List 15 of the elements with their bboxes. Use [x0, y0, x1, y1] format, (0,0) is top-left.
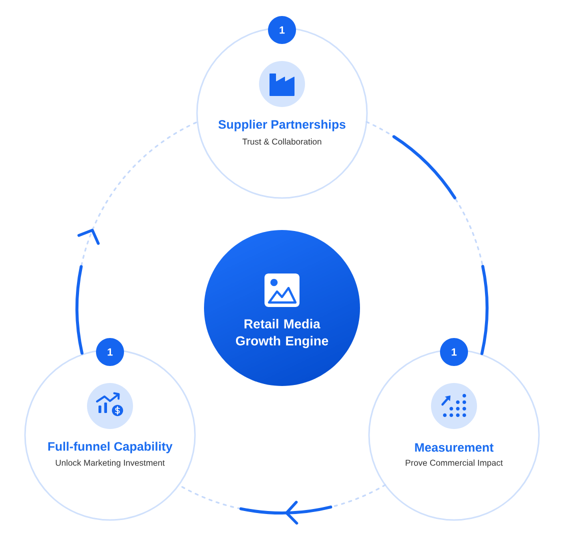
- stage-title: Full-funnel Capability: [48, 442, 172, 454]
- number-badge: 1: [268, 16, 296, 44]
- stage-circle: [24, 349, 196, 521]
- curved-connector: [365, 120, 489, 356]
- number-badge: 1: [96, 338, 124, 366]
- stage-title: Measurement: [415, 443, 494, 452]
- stage-subtitle: Unlock Marketing Investment: [56, 460, 165, 468]
- stage-title: Supplier Partnerships: [218, 120, 346, 132]
- number-badge: 1: [440, 338, 468, 366]
- stage-subtitle: Prove Commercial Impact: [406, 460, 503, 468]
- stage-circle: [196, 27, 368, 199]
- hub-title: Retail Media Growth Engine: [236, 318, 328, 348]
- hub-circle: [236, 274, 328, 348]
- stage-circle: [368, 349, 540, 521]
- stage-subtitle: Trust & Collaboration: [242, 138, 322, 145]
